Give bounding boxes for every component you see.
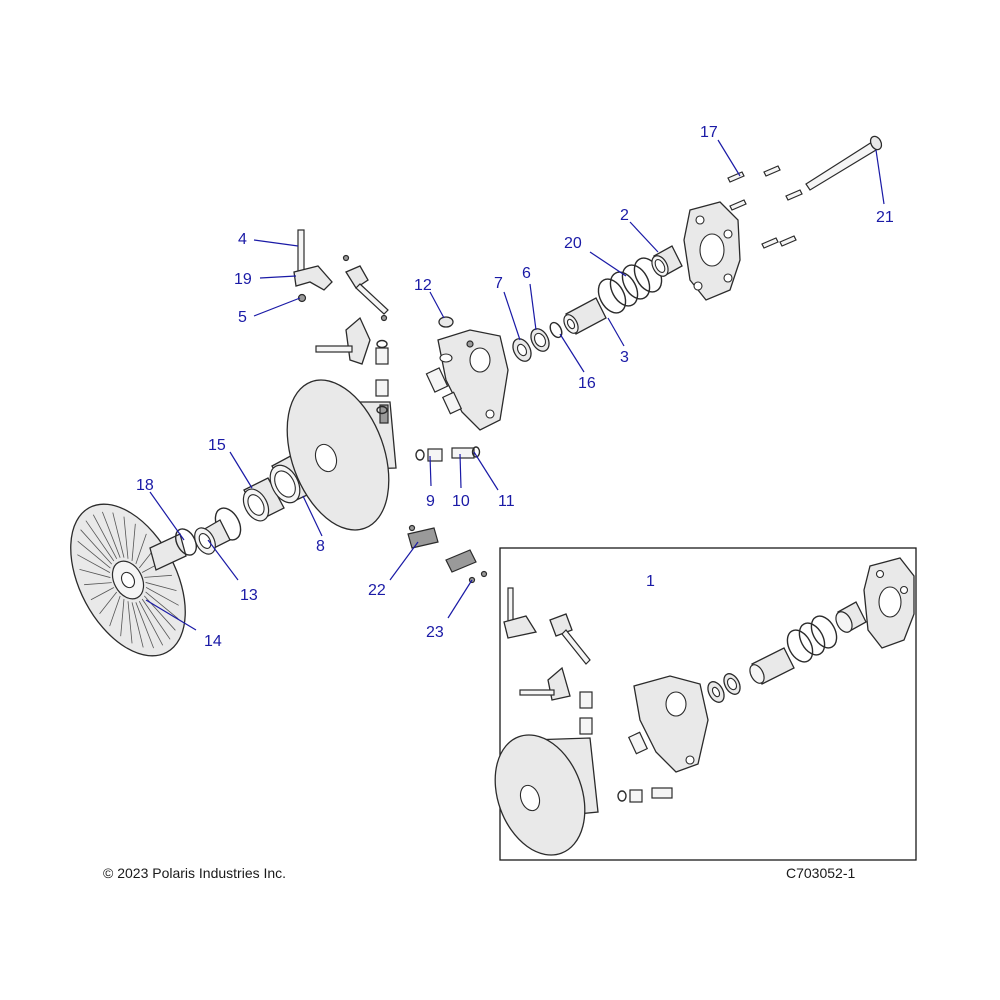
shaft-part-3 (563, 297, 607, 335)
sheave-fin (84, 582, 112, 586)
sheave-fin (120, 599, 125, 637)
sheave-fin (145, 582, 177, 591)
callout-19: 19 (234, 271, 252, 288)
washer-part-9 (415, 449, 425, 461)
callout-6: 6 (522, 265, 531, 282)
callout-11: 11 (498, 493, 515, 510)
callout-labels: 2 3 4 5 6 7 8 9 10 11 12 13 14 15 16 17 … (136, 124, 894, 650)
callout-9: 9 (426, 493, 435, 510)
sheave-fin (77, 540, 111, 569)
fixed-sheave-part-14 (70, 503, 187, 657)
washer-part-7 (512, 338, 532, 362)
sheave-fin (131, 523, 136, 561)
sheave-fin (135, 533, 147, 565)
weight-arm-parts (293, 229, 389, 415)
callout-2: 2 (620, 207, 629, 224)
pin-parts-9-11 (415, 446, 481, 462)
sheave-fin (123, 516, 129, 559)
button-part-12 (438, 316, 454, 328)
callout-10: 10 (452, 493, 470, 510)
o-ring-part-16 (549, 321, 563, 339)
spider (425, 329, 509, 431)
sheave-fin (79, 569, 111, 578)
callout-4: 4 (238, 231, 247, 248)
sheave-fin (99, 591, 118, 615)
long-bolt-part-21 (805, 135, 883, 191)
callout-12: 12 (414, 277, 432, 294)
callout-22: 22 (368, 582, 386, 599)
sheave-fin (141, 598, 171, 640)
sheave-fin (77, 554, 111, 574)
assembly-inset-parts (494, 557, 915, 856)
sheave-fin (109, 595, 121, 627)
callout-3: 3 (620, 349, 629, 366)
moveable-sheave (286, 379, 397, 531)
callout-18: 18 (136, 477, 154, 494)
washer-part-6 (530, 328, 550, 352)
callout-23: 23 (426, 624, 444, 641)
callout-20: 20 (564, 235, 582, 252)
callout-17: 17 (700, 124, 718, 141)
bolts-part-17 (727, 165, 803, 249)
callout-16: 16 (578, 375, 596, 392)
copyright-text: © 2023 Polaris Industries Inc. (103, 865, 287, 881)
assembly-callout: 1 (646, 573, 655, 590)
callout-13: 13 (240, 587, 258, 604)
callout-5: 5 (238, 309, 247, 326)
sheave-fin (145, 586, 179, 606)
weight-arm-part-19 (293, 265, 333, 291)
pin-part-10 (451, 447, 475, 459)
sheave-fin (145, 591, 179, 620)
sheave-fin (80, 529, 113, 565)
sheave-fin (144, 574, 172, 578)
sheave-fin (127, 601, 133, 644)
callout-7: 7 (494, 275, 503, 292)
sheave-fin (138, 601, 164, 646)
sheave-fin (102, 511, 121, 558)
cover-plate (683, 201, 741, 301)
callout-15: 15 (208, 437, 226, 454)
sheave-fin (131, 602, 144, 648)
bushing-part-9 (427, 448, 443, 462)
leader-lines (145, 139, 885, 631)
bushing-part-13 (194, 507, 242, 555)
shoe-part-22 (407, 524, 439, 549)
assembly-inset-box (499, 547, 917, 861)
callout-21: 21 (876, 209, 894, 226)
o-ring-part-18 (174, 528, 198, 556)
sheave-fin (135, 602, 154, 649)
drawing-id: C703052-1 (786, 865, 856, 881)
bushing-part-15 (242, 477, 285, 522)
sheave-fin (90, 587, 115, 601)
sheave-fin (112, 512, 125, 558)
shoe-part-23 (445, 549, 488, 584)
callout-8: 8 (316, 538, 325, 555)
sheave-fin (85, 520, 115, 562)
sheave-fin (92, 514, 118, 559)
ring-part-11 (471, 446, 481, 458)
bushing-part-2 (651, 245, 683, 277)
callout-14: 14 (204, 633, 222, 650)
